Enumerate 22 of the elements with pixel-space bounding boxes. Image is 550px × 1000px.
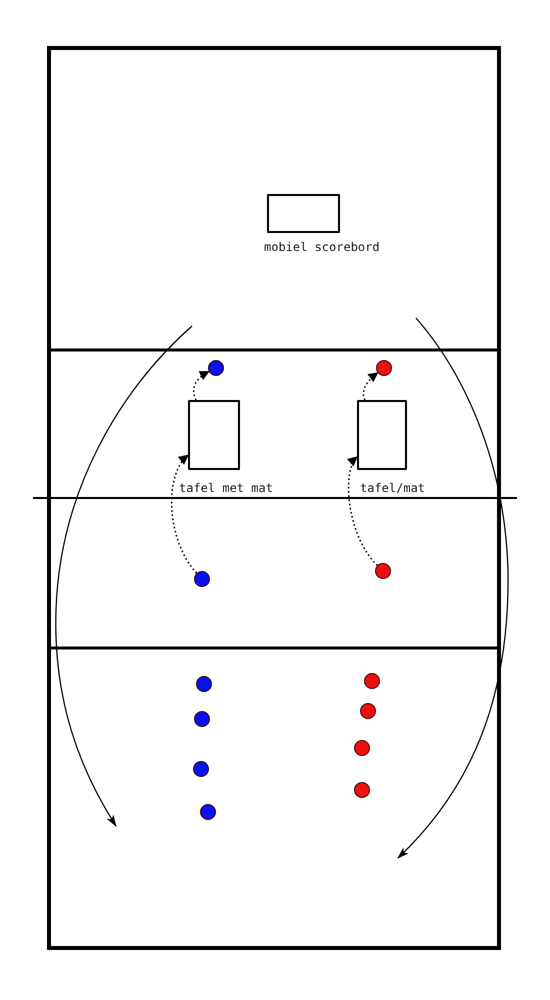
- scoreboard-symbol: [267, 194, 340, 233]
- player-marker: [200, 804, 216, 820]
- player-marker: [375, 563, 391, 579]
- dotted-arrow: [362, 372, 378, 400]
- player-marker: [364, 673, 380, 689]
- table-label: tafel met mat: [179, 481, 273, 495]
- table-symbol: [188, 400, 240, 470]
- player-marker: [196, 676, 212, 692]
- player-marker: [208, 360, 224, 376]
- player-marker: [193, 761, 209, 777]
- player-marker: [354, 782, 370, 798]
- table-symbol: [357, 400, 407, 470]
- player-marker: [194, 711, 210, 727]
- dotted-arrow: [171, 454, 198, 574]
- dotted-arrow: [192, 370, 210, 400]
- table-label: tafel/mat: [360, 481, 426, 495]
- player-marker: [194, 571, 210, 587]
- scoreboard-label: mobiel scorebord: [264, 240, 380, 254]
- player-marker: [360, 703, 376, 719]
- player-marker: [354, 740, 370, 756]
- dotted-arrow: [348, 456, 378, 566]
- player-marker: [376, 360, 392, 376]
